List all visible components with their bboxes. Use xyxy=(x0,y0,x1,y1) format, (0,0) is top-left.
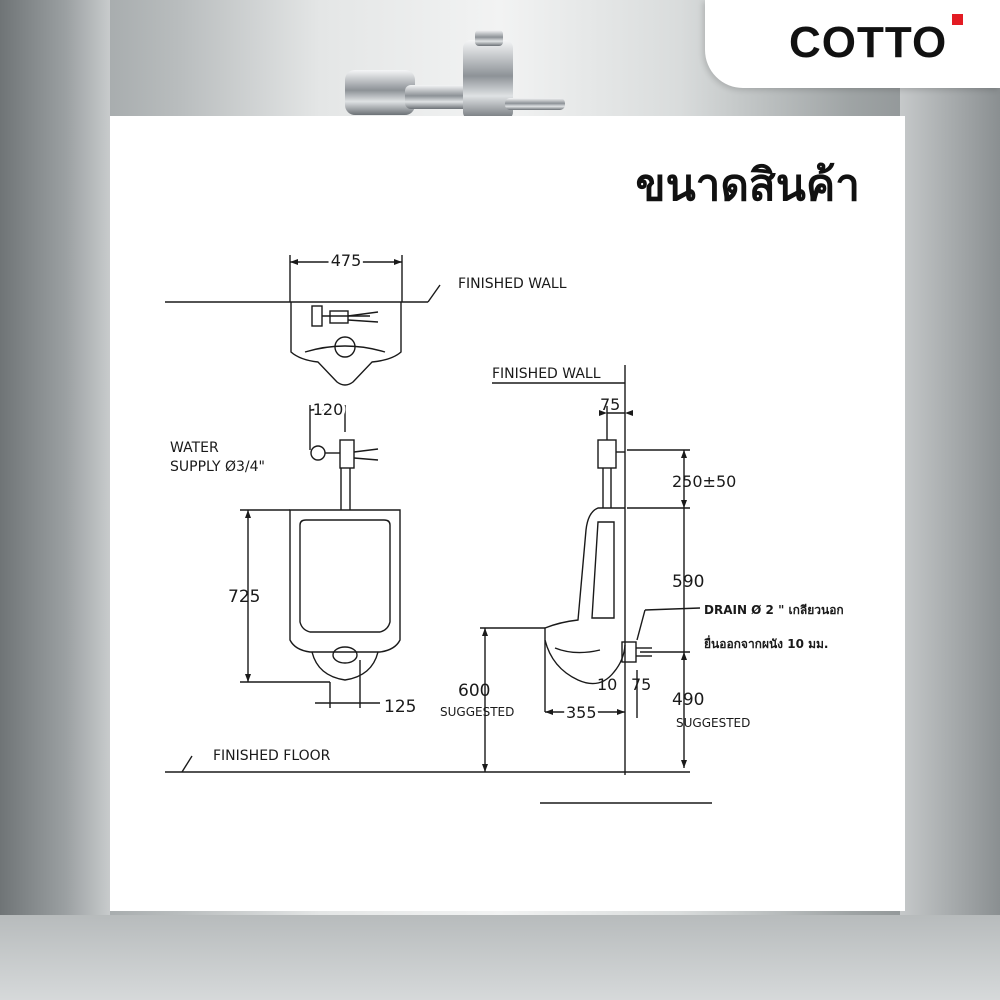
label-water-supply-size: SUPPLY Ø3/4" xyxy=(170,459,265,475)
label-suggested-side: SUGGESTED xyxy=(676,716,750,730)
dim-drain-height: 490 xyxy=(672,690,704,710)
dim-top-width: 475 xyxy=(331,251,362,270)
brand-logo: COTTO xyxy=(789,18,948,67)
dim-depth: 355 xyxy=(566,703,597,722)
background-right-shade xyxy=(900,0,1000,1000)
dim-wall-offset: 75 xyxy=(600,395,620,414)
dim-valve-height: 250±50 xyxy=(672,472,736,491)
label-drain-note: ยื่นออกจากผนัง 10 มม. xyxy=(704,635,828,651)
flush-valve-photo xyxy=(345,30,565,120)
page-title: ขนาดสินค้า xyxy=(635,160,860,211)
brand-logo-box: COTTO xyxy=(705,0,1000,88)
background-floor xyxy=(0,915,1000,1000)
dim-outlet-width: 125 xyxy=(384,697,416,717)
dimension-panel xyxy=(110,116,905,911)
label-finished-wall-side: FINISHED WALL xyxy=(492,366,601,382)
label-water-supply: WATER xyxy=(170,440,219,456)
background-left-shade xyxy=(0,0,110,1000)
label-suggested-front: SUGGESTED xyxy=(440,705,514,719)
dim-drain-offset-b: 75 xyxy=(631,675,651,694)
dim-side-height: 590 xyxy=(672,572,704,592)
dim-height: 725 xyxy=(228,587,260,607)
label-finished-wall-top: FINISHED WALL xyxy=(458,276,567,292)
dim-drain-offset-a: 10 xyxy=(597,675,617,694)
label-finished-floor: FINISHED FLOOR xyxy=(213,748,331,764)
label-drain: DRAIN Ø 2 " เกลียวนอก xyxy=(704,603,844,617)
dim-supply-offset: 120 xyxy=(313,400,344,419)
brand-logo-dot xyxy=(952,14,963,25)
dim-mount-height: 600 xyxy=(458,681,490,701)
